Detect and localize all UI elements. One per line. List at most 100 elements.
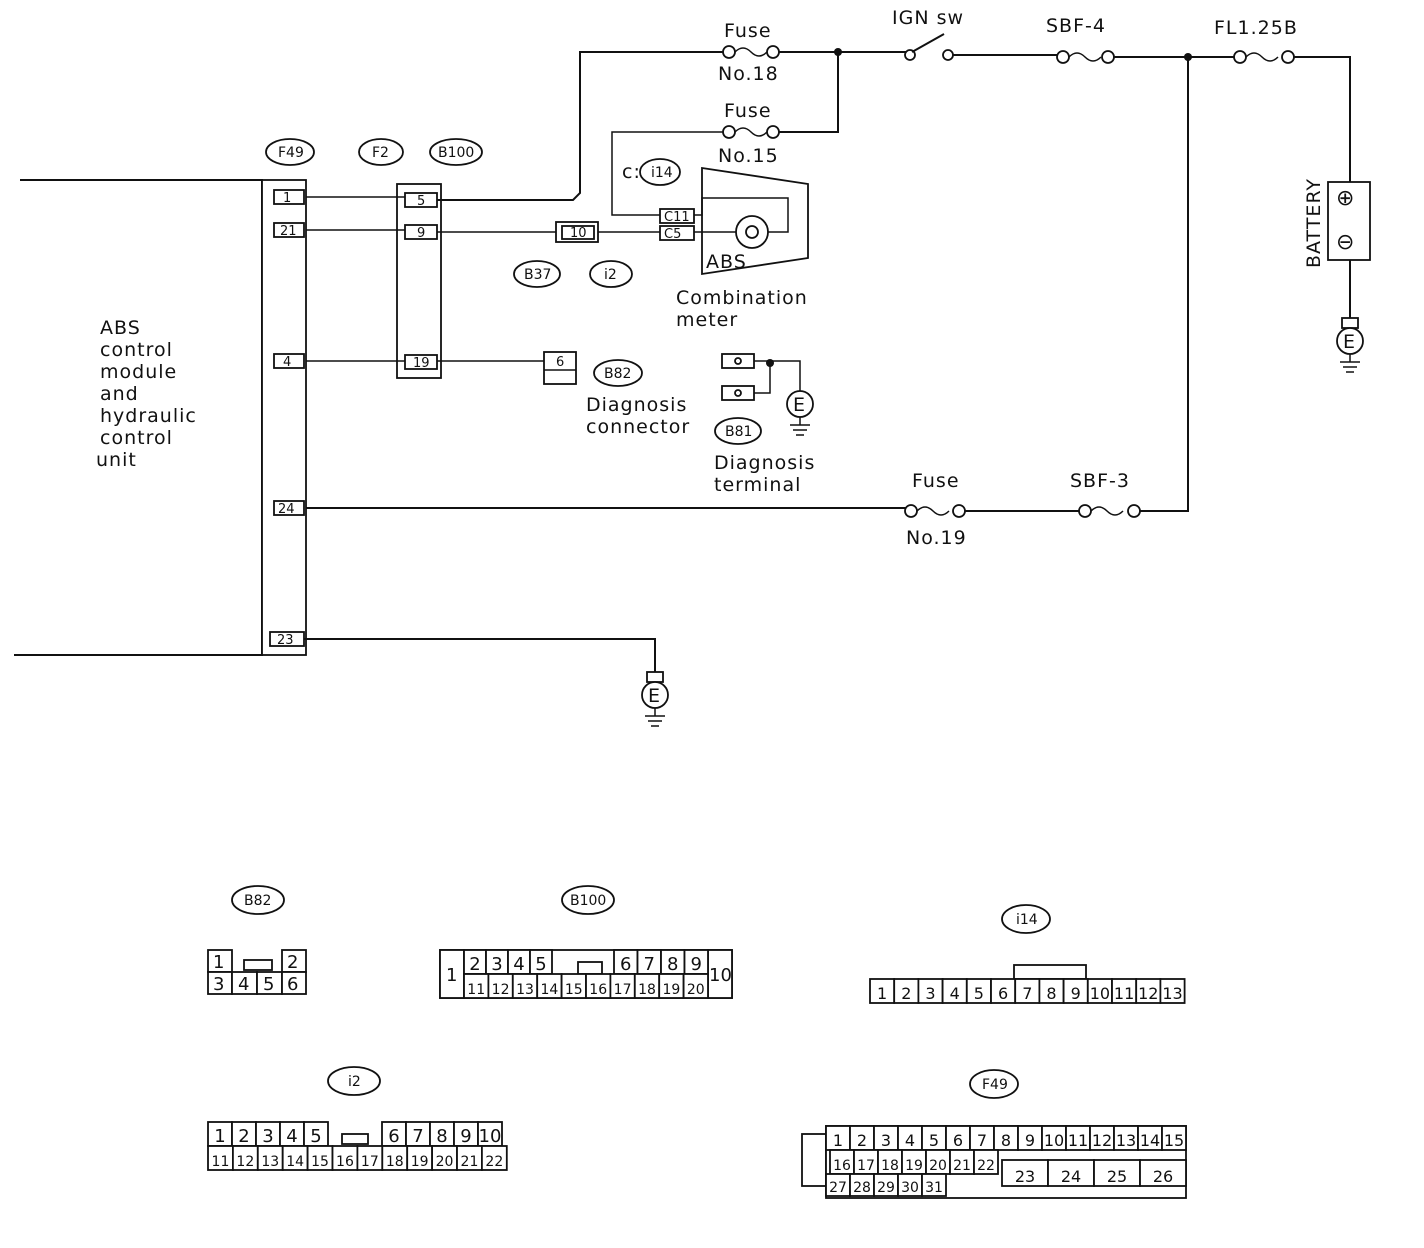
pin-number: 3 (262, 1126, 273, 1147)
pin-number: 17 (614, 982, 632, 998)
fuse-no15 (722, 125, 780, 139)
pin-number: 15 (1164, 1131, 1184, 1150)
meter-pin-box (659, 225, 695, 241)
sbf4-fuse (1056, 50, 1115, 64)
ground-symbol: E (1336, 317, 1364, 373)
connector-f2-b100: 5 9 19 (396, 183, 442, 379)
pin-number: 9 (1025, 1131, 1035, 1150)
pin-number: 4 (905, 1131, 915, 1150)
pin-number: 3 (881, 1131, 891, 1150)
connector-tag-f49: F49 (265, 138, 315, 166)
pin-cell (281, 1145, 309, 1171)
pin-number: 2 (238, 1126, 249, 1147)
svg-text:i14: i14 (651, 165, 673, 181)
connector-tag-b82: B82 (593, 359, 643, 387)
svg-text:3: 3 (213, 974, 224, 995)
svg-text:E: E (1343, 331, 1356, 353)
pin-number: 22 (485, 1154, 503, 1170)
pin-cell (901, 1149, 927, 1175)
svg-text:B37: B37 (524, 267, 551, 283)
b37-pin-box (561, 225, 595, 240)
connector-tag-i2: i2 (589, 260, 633, 288)
pin-number: 13 (1116, 1131, 1136, 1150)
pin-number: 21 (461, 1154, 479, 1170)
pin-number: 7 (977, 1131, 987, 1150)
pin-number: 6 (620, 954, 631, 975)
pin-number: 3 (491, 954, 502, 975)
b82-pin-label: 6 (556, 355, 564, 370)
svg-text:i14: i14 (1016, 912, 1038, 928)
diagnosis-terminal-label: terminal (714, 474, 801, 496)
pin-cell (1113, 1125, 1139, 1151)
pin-cell (585, 973, 612, 999)
pin-number: 5 (535, 954, 546, 975)
pin-number: 13 (261, 1154, 279, 1170)
control-unit-label: ABS control module and hydraulic control… (96, 317, 196, 471)
f49-pin-label: 24 (278, 502, 295, 517)
svg-text:i2: i2 (604, 267, 617, 283)
i14-prefix: c: (622, 161, 641, 183)
pin-cell (1062, 978, 1089, 1004)
pin-number: 16 (589, 982, 607, 998)
pin-number: 11 (1068, 1131, 1088, 1150)
connector-tag-b81: B81 (714, 417, 762, 445)
battery-plus-icon: ⊕ (1336, 186, 1354, 211)
pin-number: 16 (833, 1158, 851, 1174)
pin-number: 18 (881, 1158, 899, 1174)
pin-number: 4 (286, 1126, 297, 1147)
pin-number: 22 (977, 1158, 995, 1174)
pin-number: 21 (953, 1158, 971, 1174)
pin-cell (993, 1125, 1019, 1151)
pin-number: 6 (998, 984, 1008, 1003)
control-unit-line: control (100, 427, 173, 449)
pin-cell (487, 973, 514, 999)
fusible-link (1233, 50, 1295, 64)
connector-tag-b37: B37 (513, 260, 561, 288)
abs-warning-lamp (735, 215, 769, 249)
pin-number: 9 (460, 1126, 471, 1147)
pin-number: 5 (974, 984, 984, 1003)
pin-cell (511, 973, 539, 999)
pin-cell (431, 1145, 458, 1171)
pin-number: 9 (691, 954, 702, 975)
fuse-no19 (904, 504, 966, 518)
control-unit-line: and (100, 383, 139, 405)
pin-number: 12 (236, 1154, 254, 1170)
pin-cell (429, 1121, 455, 1147)
pin-number: 31 (925, 1180, 943, 1196)
pin-number: 5 (310, 1126, 321, 1147)
diagnosis-terminal (721, 353, 801, 401)
pin-cell (1161, 1125, 1187, 1151)
pin-cell (682, 973, 709, 999)
f49-pin-label: 4 (283, 355, 291, 370)
pin-number: 9 (1071, 984, 1081, 1003)
pin-number: 10 (1090, 984, 1110, 1003)
svg-text:6: 6 (287, 974, 298, 995)
svg-text:B82: B82 (244, 893, 271, 909)
pin-cell (973, 1149, 999, 1175)
control-unit-line: ABS (100, 317, 141, 339)
pin-number: 15 (565, 982, 583, 998)
fuse-no18-number: No.18 (718, 63, 779, 85)
pin-cell (405, 1121, 431, 1147)
fusible-link-label: FL1.25B (1214, 17, 1298, 39)
pin-number: 6 (388, 1126, 399, 1147)
ground-symbol: E (786, 390, 814, 436)
svg-text:1: 1 (213, 952, 224, 973)
pin-number: 8 (667, 954, 678, 975)
pin-number: 6 (953, 1131, 963, 1150)
connector-tag-b100: B100 (429, 138, 483, 166)
ignition-switch (904, 33, 954, 61)
pin-number: 11 (1114, 984, 1134, 1003)
pin-cell (1047, 1159, 1095, 1187)
svg-text:F49: F49 (982, 1077, 1008, 1093)
ground-symbol: E (641, 671, 669, 727)
pin-cell (331, 1145, 359, 1171)
pin-number: 1 (833, 1131, 843, 1150)
sbf3-label: SBF-3 (1070, 470, 1130, 492)
pin-number: 11 (467, 982, 485, 998)
